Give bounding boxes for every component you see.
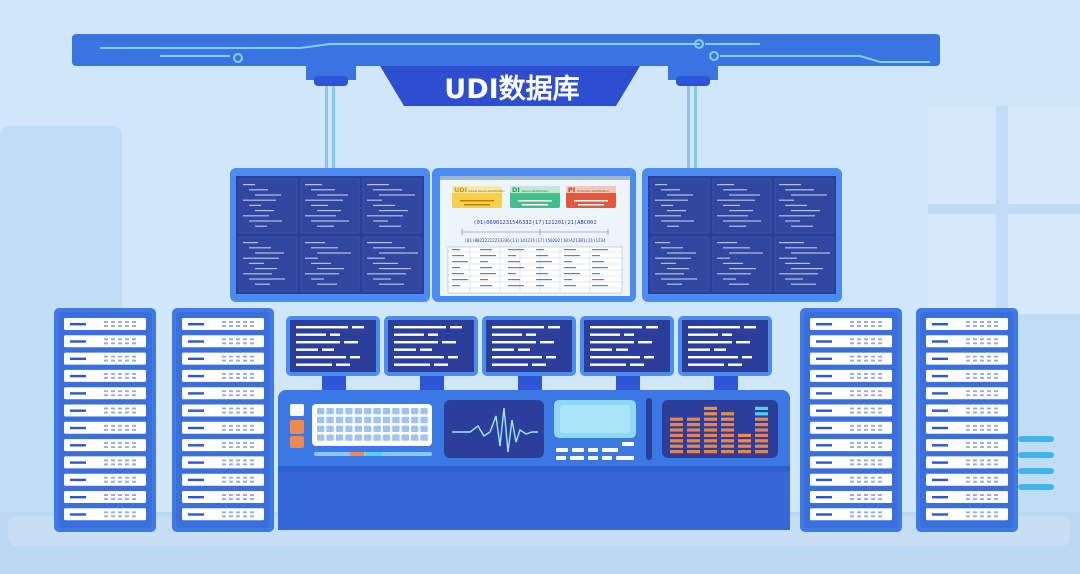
- control-console: [278, 390, 790, 530]
- side-cables: [1018, 436, 1054, 490]
- banner-title: UDI数据库: [444, 74, 579, 105]
- hanging-monitor-right: [642, 168, 842, 302]
- pi-section-caption: Production Identification: [577, 189, 609, 193]
- udi-section-letter: UDI: [454, 186, 467, 194]
- pi-section-letter: PI: [568, 186, 575, 194]
- small-monitors: [286, 316, 772, 390]
- hanging-monitor-center: UDI Unique Device Identification DI Devi…: [432, 168, 636, 302]
- udi-section-caption: Unique Device Identification: [468, 189, 505, 193]
- hanging-monitor-left: [230, 168, 430, 302]
- udi-code-line-1: (01)06901231546332(17)121201(21)ABC001: [473, 220, 596, 226]
- di-section-letter: DI: [512, 186, 520, 194]
- di-section-caption: Device Identification: [522, 189, 549, 193]
- ceiling-rail: [72, 34, 940, 66]
- udi-code-line-2: (01)00222222233336(11)141231(17)150202(1…: [464, 238, 606, 243]
- title-banner: UDI数据库: [380, 66, 640, 106]
- server-racks: [54, 308, 1018, 532]
- monitor-hangers: [306, 66, 718, 168]
